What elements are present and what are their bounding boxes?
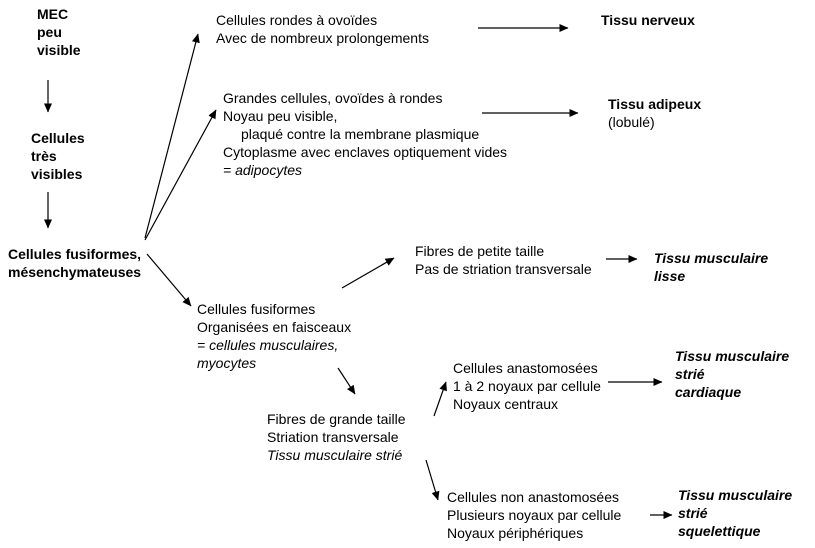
cardiac-tissue-label: Tissu musculaire strié cardiaque <box>675 347 789 401</box>
cardiac-description-line: 1 à 2 noyaux par cellule <box>453 378 601 394</box>
arrow-to-striated-description <box>337 367 356 395</box>
adipose-description-line: Grandes cellules, ovoïdes à rondes <box>223 90 443 106</box>
smooth-tissue-line: lisse <box>654 268 686 284</box>
adipose-tissue-label: Tissu adipeux (lobulé) <box>608 95 701 131</box>
fusiform-line: mésenchymateuses <box>8 264 142 280</box>
cells-visible-line: Cellules <box>31 130 85 146</box>
cardiac-description: Cellules anastomosées 1 à 2 noyaux par c… <box>453 359 601 413</box>
arrow-to-cardiac-description <box>433 381 447 417</box>
mec-label: MEC peu visible <box>37 5 81 59</box>
nerve-tissue-line: Tissu nerveux <box>601 12 695 28</box>
skeletal-description-line: Noyaux périphériques <box>447 525 584 541</box>
striated-description-line: Striation transversale <box>267 429 399 445</box>
skeletal-description-line: Cellules non anastomosées <box>447 489 619 505</box>
skeletal-description-line: Plusieurs noyaux par cellule <box>447 507 622 523</box>
smooth-description-line: Fibres de petite taille <box>415 243 545 259</box>
adipose-description-line: Cytoplasme avec enclaves optiquement vid… <box>223 144 508 160</box>
muscle-description-line: Organisées en faisceaux <box>197 319 352 335</box>
adipose-description-line: Noyau peu visible, <box>223 108 338 124</box>
arrow-to-muscle-description <box>146 253 192 307</box>
nerve-tissue-label: Tissu nerveux <box>601 11 695 29</box>
striated-description-line: Tissu musculaire strié <box>267 447 403 463</box>
arrow-to-skeletal-description <box>425 459 440 501</box>
nerve-description-line: Cellules rondes à ovoïdes <box>216 12 378 28</box>
muscle-description-line: = cellules musculaires, <box>197 337 339 353</box>
adipose-tissue-note: (lobulé) <box>608 114 655 130</box>
nerve-description-line: Avec de nombreux prolongements <box>216 30 429 46</box>
arrow-to-nerve-description <box>144 33 200 239</box>
fusiform-mesenchymal-label: Cellules fusiformes, mésenchymateuses <box>8 245 141 281</box>
smooth-tissue-line: Tissu musculaire <box>654 250 769 266</box>
arrow-to-smooth-description <box>341 257 395 289</box>
muscle-description-line: myocytes <box>197 355 257 371</box>
adipose-description-line: plaqué contre la membrane plasmique <box>241 126 480 142</box>
fusiform-line: Cellules fusiformes, <box>8 246 142 262</box>
skeletal-tissue-line: squelettique <box>678 523 761 539</box>
cardiac-tissue-line: strié <box>675 366 705 382</box>
cardiac-tissue-line: Tissu musculaire <box>675 348 790 364</box>
adipose-description: Grandes cellules, ovoïdes à rondes Noyau… <box>223 89 507 179</box>
cardiac-tissue-line: cardiaque <box>675 384 742 400</box>
striated-muscle-description: Fibres de grande taille Striation transv… <box>267 410 406 464</box>
striated-description-line: Fibres de grande taille <box>267 411 406 427</box>
muscle-description: Cellules fusiformes Organisées en faisce… <box>197 300 351 372</box>
cardiac-description-line: Cellules anastomosées <box>453 360 598 376</box>
smooth-muscle-tissue-label: Tissu musculaire lisse <box>654 249 768 285</box>
smooth-muscle-description: Fibres de petite taille Pas de striation… <box>415 242 592 278</box>
skeletal-tissue-line: strié <box>678 505 708 521</box>
smooth-description-line: Pas de striation transversale <box>415 261 592 277</box>
cardiac-description-line: Noyaux centraux <box>453 396 559 412</box>
skeletal-description: Cellules non anastomosées Plusieurs noya… <box>447 488 621 542</box>
mec-line: visible <box>37 42 81 58</box>
cells-visible-line: visibles <box>31 166 83 182</box>
mec-line: MEC <box>37 6 69 22</box>
muscle-description-line: Cellules fusiformes <box>197 301 316 317</box>
nerve-description: Cellules rondes à ovoïdes Avec de nombre… <box>216 11 429 47</box>
skeletal-tissue-label: Tissu musculaire strié squelettique <box>678 486 792 540</box>
cells-visible-line: très <box>31 148 57 164</box>
adipose-tissue-line: Tissu adipeux <box>608 96 702 112</box>
skeletal-tissue-line: Tissu musculaire <box>678 487 793 503</box>
arrow-to-adipose-description <box>144 109 217 241</box>
cells-visible-label: Cellules très visibles <box>31 129 85 183</box>
mec-line: peu <box>37 24 62 40</box>
adipose-description-line: = adipocytes <box>223 162 302 178</box>
